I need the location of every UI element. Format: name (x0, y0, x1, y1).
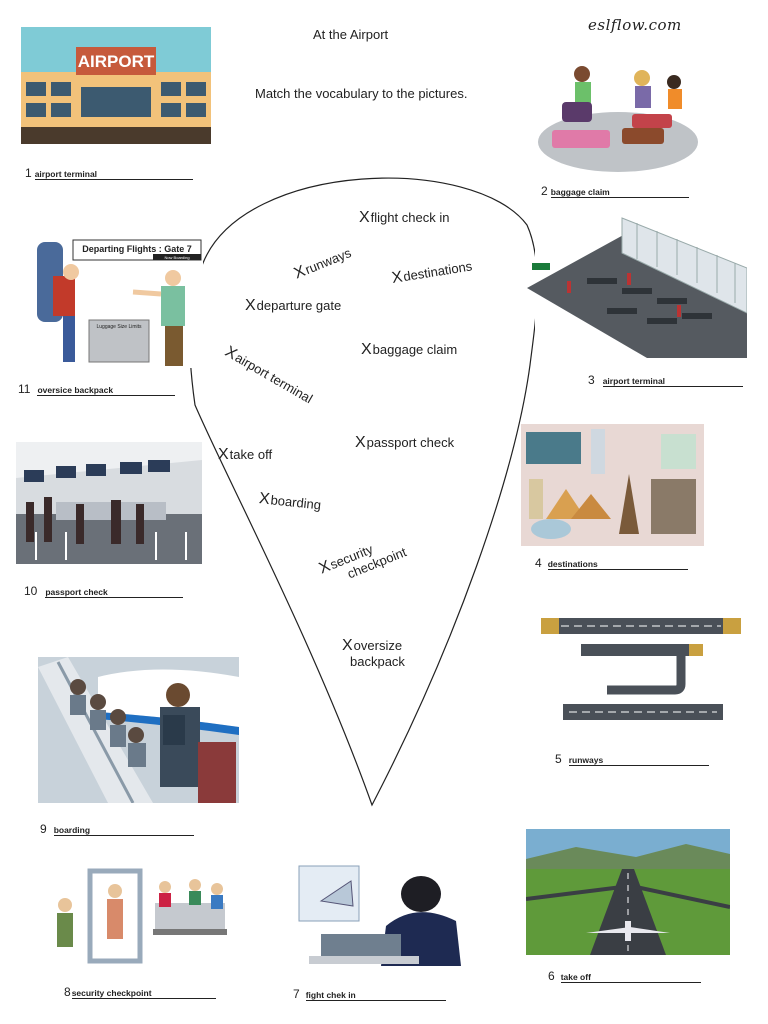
picture-10-passport-check (16, 442, 202, 564)
answer-line-11[interactable]: oversice backpack (37, 385, 176, 396)
answer-line-8[interactable]: security checkpoint (71, 988, 216, 999)
instructions: Match the vocabulary to the pictures. (255, 86, 468, 101)
picture-4-destinations (521, 424, 704, 546)
answer-line-2[interactable]: baggage claim (550, 187, 689, 198)
picture-7-check-in-agent (291, 846, 468, 971)
picture-9-boarding (38, 657, 239, 803)
vocab-backpack-line2: backpack (350, 654, 405, 669)
answer-line-7[interactable]: fight chek in (305, 990, 446, 1001)
svg-text:AIRPORT: AIRPORT (78, 52, 155, 71)
answer-line-1[interactable]: airport terminal (34, 169, 193, 180)
picture-2-baggage-claim (537, 62, 699, 174)
picture-8-security-checkpoint (45, 863, 230, 973)
vocab-flight-check-in: Xflight check in (359, 209, 450, 226)
answer-line-3[interactable]: airport terminal (602, 376, 743, 387)
vocab-departure-gate: Xdeparture gate (245, 297, 342, 314)
svg-text:Luggage Size Limits: Luggage Size Limits (96, 324, 142, 330)
picture-1-airport-building: AIRPORT (21, 27, 211, 144)
vocab-take-off: Xtake off (218, 446, 273, 463)
vocab-oversize-backpack: Xoversize (342, 637, 403, 654)
answer-line-4[interactable]: destinations (547, 559, 688, 570)
picture-3-terminal-interior (527, 213, 747, 358)
picture-5-runways (541, 612, 743, 727)
site-name: eslflow.com (588, 16, 682, 34)
vocab-passport-check: Xpassport check (355, 434, 455, 451)
answer-line-10[interactable]: passport check (45, 587, 184, 598)
vocab-baggage-claim: Xbaggage claim (361, 341, 458, 358)
caption-8: 8security checkpoint (64, 985, 216, 999)
answer-line-6[interactable]: take off (560, 972, 701, 983)
answer-line-9[interactable]: boarding (53, 825, 194, 836)
svg-text:Now Boarding: Now Boarding (164, 255, 189, 260)
svg-text:Departing Flights : Gate 7: Departing Flights : Gate 7 (82, 244, 192, 254)
vocabulary-pin-outline (189, 177, 535, 807)
worksheet-title: At the Airport (313, 27, 389, 42)
answer-line-5[interactable]: runways (568, 755, 709, 766)
picture-6-take-off (526, 829, 730, 955)
picture-11-oversize-backpack: Departing Flights : Gate 7 Now Boarding … (33, 232, 203, 368)
